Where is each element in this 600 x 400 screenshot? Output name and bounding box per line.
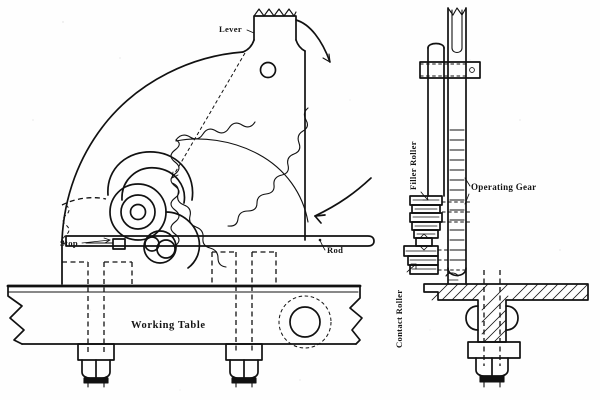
lever-leader-line bbox=[171, 52, 246, 179]
construction-dashed-outline bbox=[61, 197, 107, 246]
filler-roller-stack bbox=[409, 195, 472, 239]
contact-roller-label-group: Contact Roller bbox=[394, 263, 417, 348]
lever-post bbox=[242, 8, 331, 63]
left-side-elevation-view: Stop Rod Lever bbox=[6, 8, 375, 388]
stop-block bbox=[85, 238, 126, 250]
filler-roller-label-group: Filler Roller bbox=[408, 141, 429, 201]
hidden-bolt-lines bbox=[62, 251, 277, 352]
section-hatching bbox=[431, 283, 589, 343]
stop-label-group: Stop bbox=[60, 237, 111, 248]
small-gear-lower bbox=[143, 230, 177, 264]
sector-gear-teeth bbox=[170, 107, 309, 268]
working-table: Working Table bbox=[6, 284, 363, 345]
paper-speckles bbox=[32, 21, 561, 391]
bearing-boss bbox=[278, 295, 332, 349]
base-plate bbox=[467, 341, 521, 359]
flange-top-bolt bbox=[445, 272, 459, 281]
vertical-rack-column bbox=[447, 7, 467, 285]
pinion-hub bbox=[107, 151, 201, 269]
operating-gear-label: Operating Gear bbox=[471, 182, 536, 192]
lever-label: Lever bbox=[219, 24, 242, 34]
rod-label: Rod bbox=[327, 245, 343, 255]
contact-roller-label: Contact Roller bbox=[394, 290, 404, 348]
lever-label-group: Lever bbox=[219, 24, 255, 34]
operating-gear-rack bbox=[447, 129, 467, 277]
rod-bar bbox=[65, 235, 375, 247]
stop-label: Stop bbox=[60, 238, 78, 248]
cross-pin bbox=[419, 61, 481, 79]
anchor-bolt-left bbox=[77, 343, 115, 388]
hatched-base-flange bbox=[423, 283, 589, 343]
hex-nut-bottom bbox=[475, 357, 509, 388]
filler-roller-label: Filler Roller bbox=[408, 141, 418, 190]
anchor-bolt-right bbox=[225, 343, 263, 388]
secondary-column bbox=[427, 42, 445, 197]
center-bolt-hidden-lines bbox=[483, 270, 501, 366]
operating-gear-label-group: Operating Gear bbox=[464, 177, 536, 205]
right-front-elevation-view: Filler Roller Contact Roller Operating G… bbox=[394, 7, 589, 388]
rod-label-group: Rod bbox=[318, 238, 343, 255]
working-table-label: Working Table bbox=[131, 320, 206, 331]
rotation-arrow bbox=[314, 177, 372, 224]
